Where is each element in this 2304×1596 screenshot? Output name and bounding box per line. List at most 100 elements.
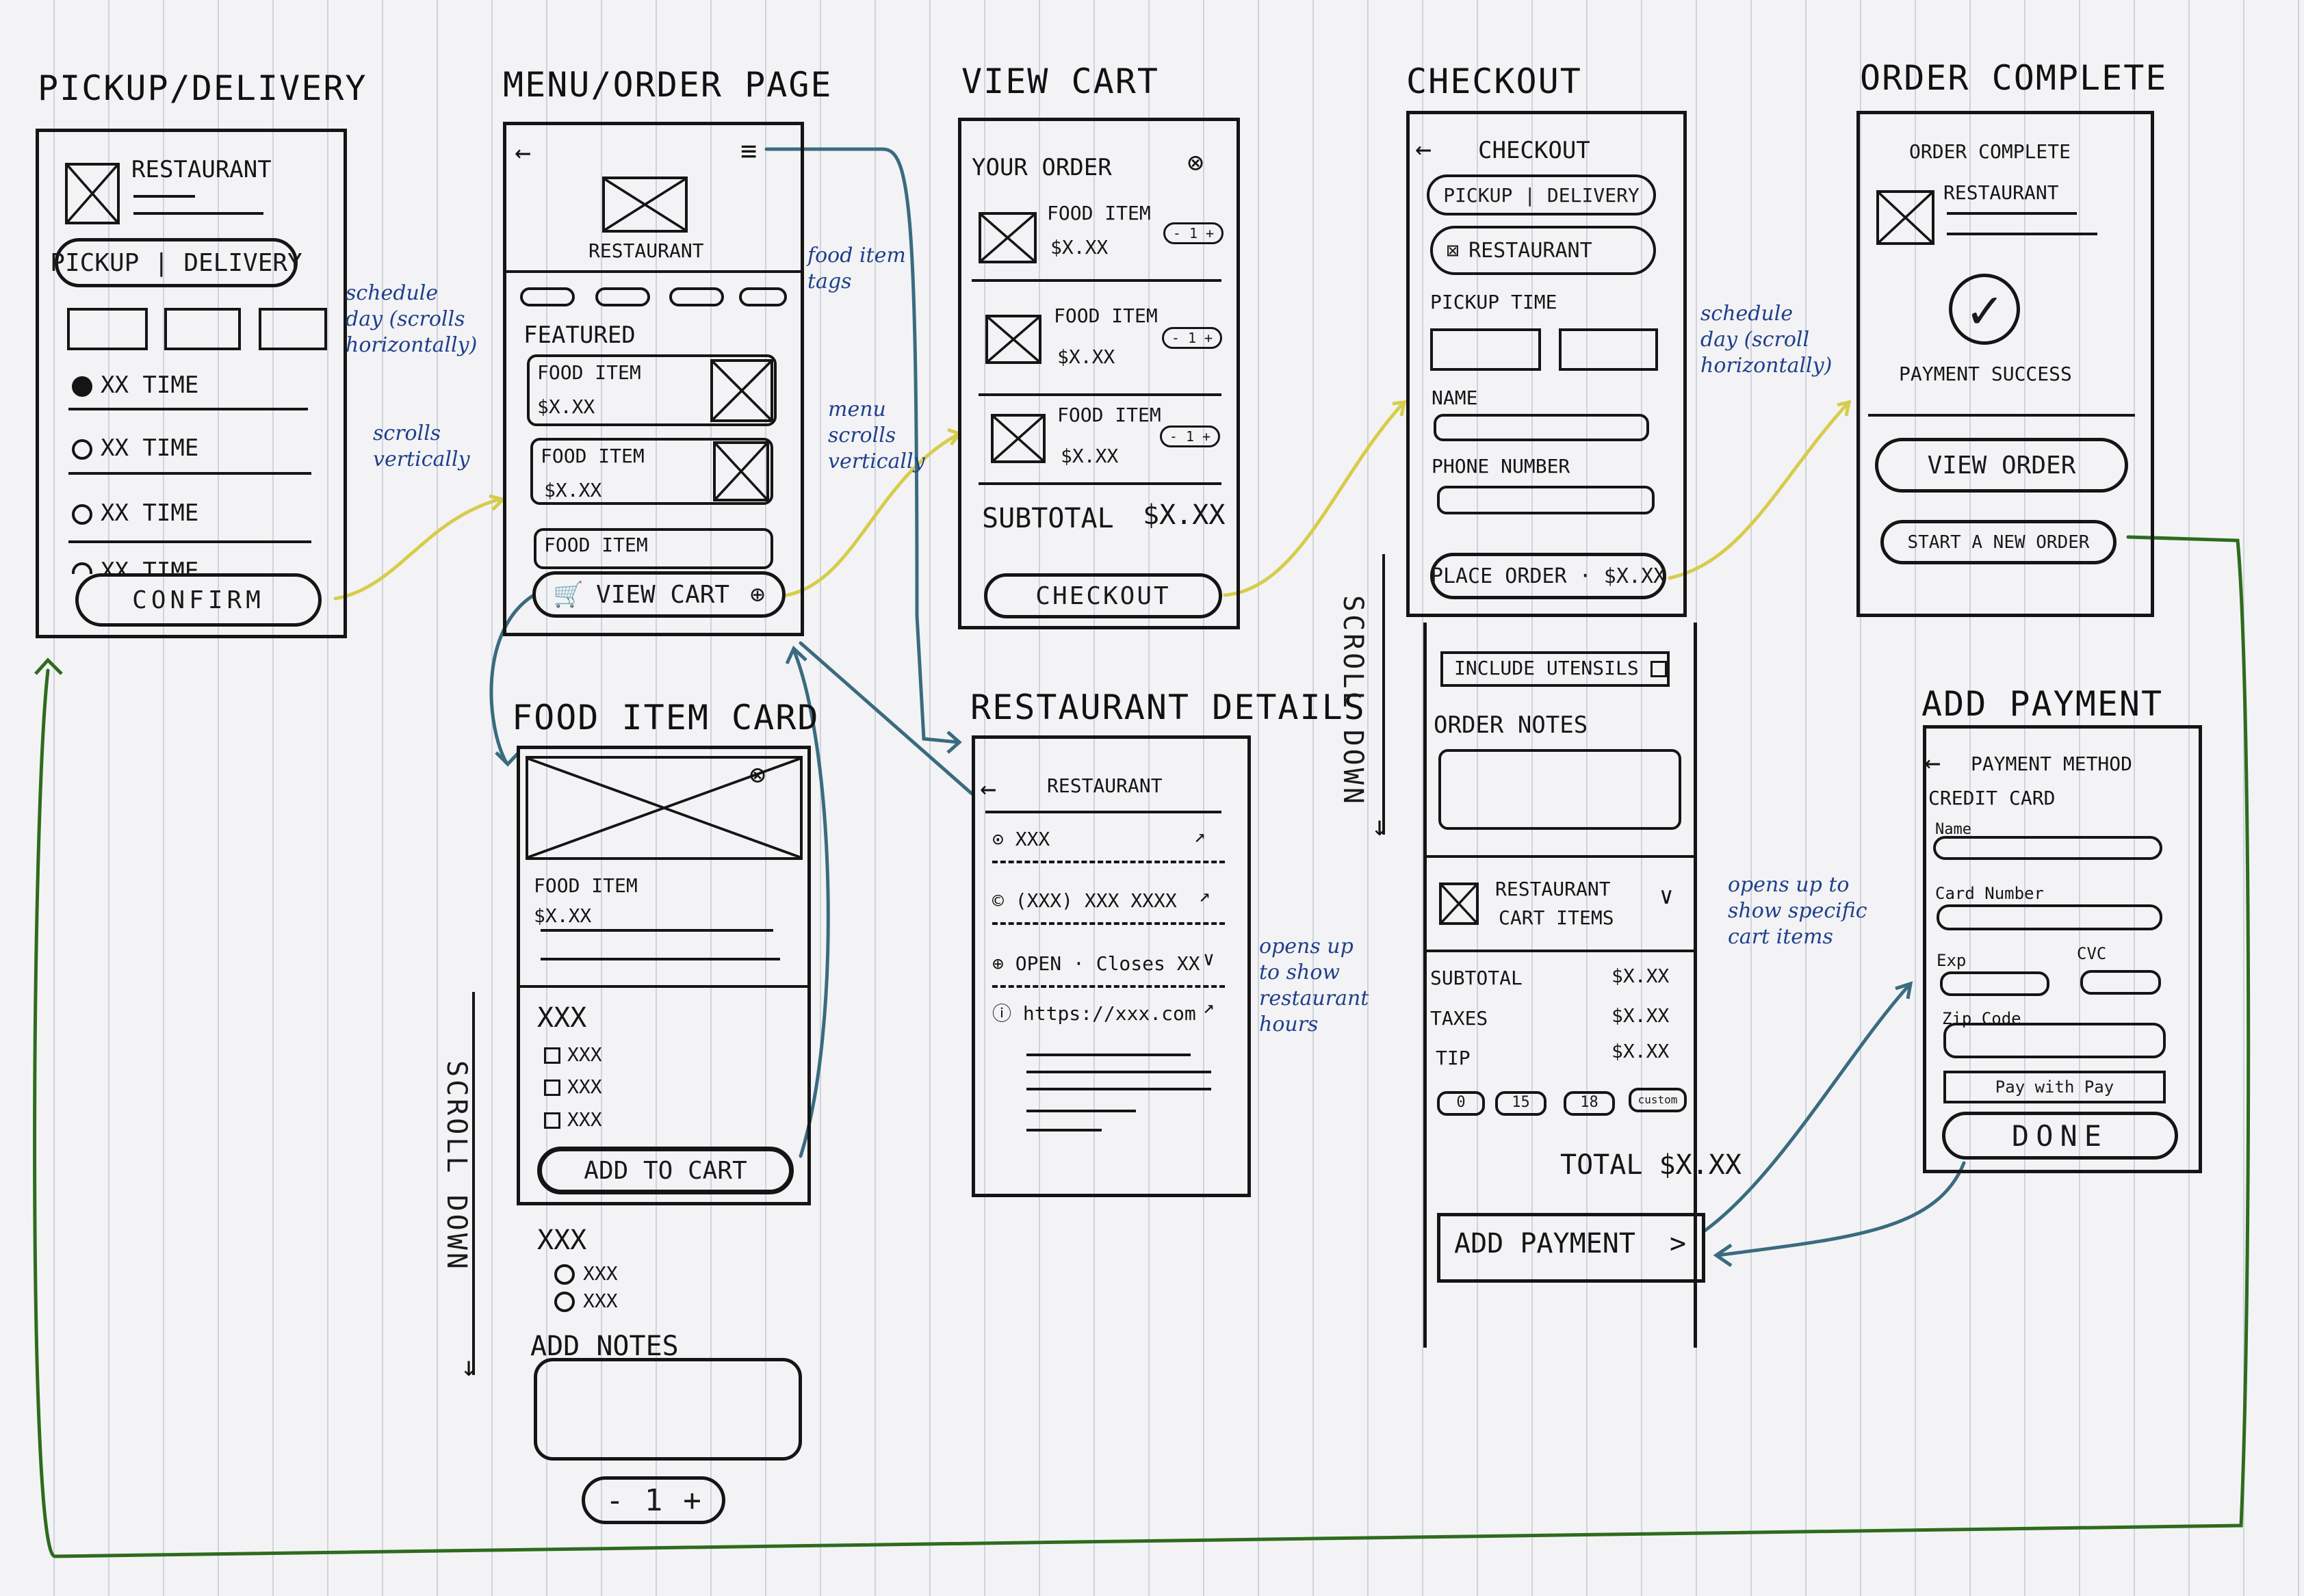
pickup-delivery-toggle[interactable]: PICKUP | DELIVERY (50, 238, 302, 287)
subtotal-value: $X.XX (1611, 965, 1670, 987)
pay-with-wallet-button[interactable]: Pay with Pay (1943, 1071, 2166, 1103)
option-checkbox[interactable]: XXX (544, 1075, 602, 1098)
tip-option[interactable]: 15 (1495, 1091, 1546, 1116)
option-checkbox[interactable]: XXX (544, 1108, 602, 1131)
time-option[interactable]: XX TIME (72, 371, 198, 399)
zip-field[interactable] (1943, 1023, 2166, 1058)
day-option[interactable] (1430, 328, 1541, 371)
day-option[interactable] (67, 308, 148, 350)
time-option[interactable]: XX TIME (72, 434, 198, 462)
flow-arrow-foodcard-back (792, 648, 830, 1158)
time-option[interactable]: XX TIME (72, 499, 198, 527)
name-field[interactable] (1434, 414, 1649, 441)
text-line (1026, 1110, 1136, 1112)
day-option[interactable] (259, 308, 327, 350)
phone-field[interactable] (1437, 486, 1655, 514)
complete-header: ORDER COMPLETE (1909, 140, 2071, 163)
scroll-down-label: SCROLL DOWN (1337, 595, 1369, 807)
menu-item-name: FOOD ITEM (537, 361, 641, 384)
flow-arrow-cart-to-checkout (1223, 402, 1405, 597)
include-utensils-toggle[interactable] (1440, 651, 1670, 687)
detail-row-website[interactable]: ⓘ https://xxx.com (992, 1002, 1196, 1025)
cart-screen (958, 118, 1240, 629)
option-radio[interactable]: XXX (554, 1262, 618, 1285)
external-link-icon[interactable]: ↗ (1203, 995, 1215, 1018)
cvc-label: CVC (2077, 944, 2107, 963)
view-cart-button[interactable]: 🛒VIEW CART⊕ (532, 571, 786, 618)
detail-row-phone[interactable]: © (XXX) XXX XXXX (992, 889, 1177, 912)
detail-row-hours[interactable]: ⊕ OPEN · Closes XX (992, 952, 1200, 975)
flow-arrow-checkout-to-complete (1668, 402, 1850, 580)
back-arrow-icon[interactable]: ← (1415, 133, 1432, 165)
menu-item-name: FOOD ITEM (541, 445, 645, 467)
add-notes-field[interactable] (534, 1358, 802, 1461)
hamburger-menu-icon[interactable]: ≡ (740, 135, 758, 167)
phone-icon: © (992, 889, 1004, 912)
note-schedule-day: schedule day (scroll horizontally) (1700, 302, 1833, 378)
checkout-button[interactable]: CHECKOUT (984, 573, 1222, 618)
option-radio[interactable]: XXX (554, 1290, 618, 1312)
add-payment-row[interactable] (1437, 1213, 1705, 1283)
add-to-cart-button[interactable]: ADD TO CART (537, 1147, 794, 1194)
external-link-icon[interactable]: ↗ (1194, 824, 1206, 847)
quantity-stepper[interactable]: - 1 + (1160, 426, 1220, 447)
exp-field[interactable] (1940, 971, 2049, 996)
view-order-button[interactable]: VIEW ORDER (1875, 438, 2128, 493)
close-icon[interactable]: ⊗ (1187, 147, 1204, 179)
close-icon[interactable]: ⊗ (749, 759, 766, 791)
back-arrow-icon[interactable]: ← (980, 773, 997, 804)
taxes-value: $X.XX (1611, 1004, 1670, 1027)
tip-option[interactable]: custom (1629, 1088, 1687, 1112)
plus-button[interactable]: + (683, 1482, 701, 1518)
restaurant-name: RESTAURANT (1943, 181, 2059, 204)
flow-arrow-pickup-to-menu (333, 497, 502, 601)
divider (1868, 414, 2135, 417)
divider (541, 929, 773, 932)
order-notes-field[interactable] (1438, 749, 1681, 830)
divider (985, 811, 1221, 813)
day-option[interactable] (1559, 328, 1658, 371)
pickup-delivery-toggle[interactable]: PICKUP | DELIVERY (1427, 174, 1656, 215)
food-tag-chip[interactable] (739, 287, 787, 306)
food-tag-chip[interactable] (595, 287, 650, 306)
food-image-icon (979, 212, 1037, 263)
tip-option[interactable]: 18 (1564, 1091, 1615, 1116)
tip-option[interactable]: 0 (1437, 1091, 1485, 1116)
place-order-button[interactable]: PLACE ORDER · $X.XX (1430, 553, 1666, 599)
add-payment-screen (1923, 725, 2202, 1173)
note-food-tags: food item tags (807, 244, 906, 293)
restaurant-selector[interactable]: ⊠RESTAURANT (1430, 226, 1656, 275)
divider (972, 279, 1221, 282)
start-new-order-button[interactable]: START A NEW ORDER (1880, 520, 2117, 564)
option-checkbox[interactable]: XXX (544, 1043, 602, 1066)
title-cart: VIEW CART (961, 62, 1159, 101)
done-button[interactable]: DONE (1942, 1112, 2178, 1160)
back-arrow-icon[interactable]: ← (1924, 747, 1941, 779)
minus-button[interactable]: - (606, 1482, 624, 1518)
chevron-down-icon[interactable]: ∨ (1659, 882, 1674, 910)
name-field[interactable] (1933, 836, 2162, 860)
card-number-label: Card Number (1935, 884, 2044, 903)
divider (1427, 950, 1694, 952)
confirm-button[interactable]: CONFIRM (75, 573, 322, 627)
quantity-stepper[interactable]: - 1 + (1163, 222, 1224, 244)
external-link-icon[interactable]: ↗ (1199, 884, 1211, 906)
back-arrow-icon[interactable]: ← (515, 137, 532, 168)
food-tag-chip[interactable] (669, 287, 724, 306)
day-option[interactable] (164, 308, 241, 350)
tip-value: $X.XX (1611, 1040, 1670, 1062)
menu-item-card[interactable] (534, 528, 773, 569)
time-option[interactable]: XX TIME (72, 558, 198, 574)
cart-item-price: $X.XX (1061, 445, 1119, 467)
card-number-field[interactable] (1937, 904, 2162, 930)
divider (1427, 855, 1697, 858)
detail-row-address[interactable]: ⊙ XXX (992, 828, 1050, 850)
quantity-stepper[interactable]: - 1 + (1162, 327, 1222, 349)
menu-item-card[interactable] (530, 438, 773, 505)
quantity-stepper[interactable]: - 1 + (582, 1476, 725, 1524)
menu-item-card[interactable] (527, 354, 777, 426)
chevron-down-icon[interactable]: ∨ (1203, 947, 1215, 970)
cvc-field[interactable] (2080, 970, 2161, 995)
check-circle-icon: ✓ (1949, 274, 2020, 345)
food-tag-chip[interactable] (520, 287, 575, 306)
